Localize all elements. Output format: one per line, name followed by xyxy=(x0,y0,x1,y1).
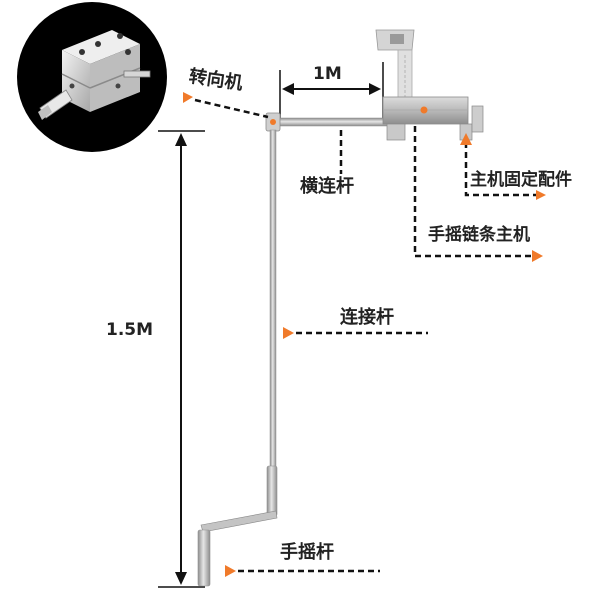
label-horizontal-rod: 横连杆 xyxy=(300,176,354,197)
pointer-connecting-rod-icon xyxy=(283,327,294,339)
steering-gear-box-icon xyxy=(38,30,151,120)
pointer-bracket-end-icon xyxy=(536,190,546,200)
connecting-rod xyxy=(269,129,277,479)
steering-joint xyxy=(265,112,281,132)
pointer-chain-host-icon xyxy=(532,250,543,262)
pointer-hand-crank-icon xyxy=(225,565,236,577)
crank-handle xyxy=(197,529,211,587)
pointer-steering-icon xyxy=(183,92,193,103)
leader-connecting-rod xyxy=(283,327,428,339)
label-connecting-rod: 连接杆 xyxy=(340,307,394,328)
vertical-dimension xyxy=(158,130,205,588)
inset-photo xyxy=(17,2,167,152)
crank-grip-upper xyxy=(266,465,278,517)
leader-steering xyxy=(183,92,269,119)
leader-chain-host xyxy=(413,126,543,262)
dimension-horizontal-label: 1M xyxy=(313,64,342,84)
pointer-bracket-icon xyxy=(460,133,472,145)
chain-host-unit xyxy=(375,29,484,141)
leader-hand-crank xyxy=(225,565,380,577)
label-chain-host: 手摇链条主机 xyxy=(428,225,530,245)
crank-arm xyxy=(200,510,278,533)
dimension-vertical-label: 1.5M xyxy=(106,320,154,340)
horizontal-dimension xyxy=(279,62,384,118)
label-host-bracket: 主机固定配件 xyxy=(470,170,572,190)
horizontal-rod xyxy=(271,117,391,127)
label-hand-crank: 手摇杆 xyxy=(280,542,334,563)
leader-bracket xyxy=(460,133,546,200)
